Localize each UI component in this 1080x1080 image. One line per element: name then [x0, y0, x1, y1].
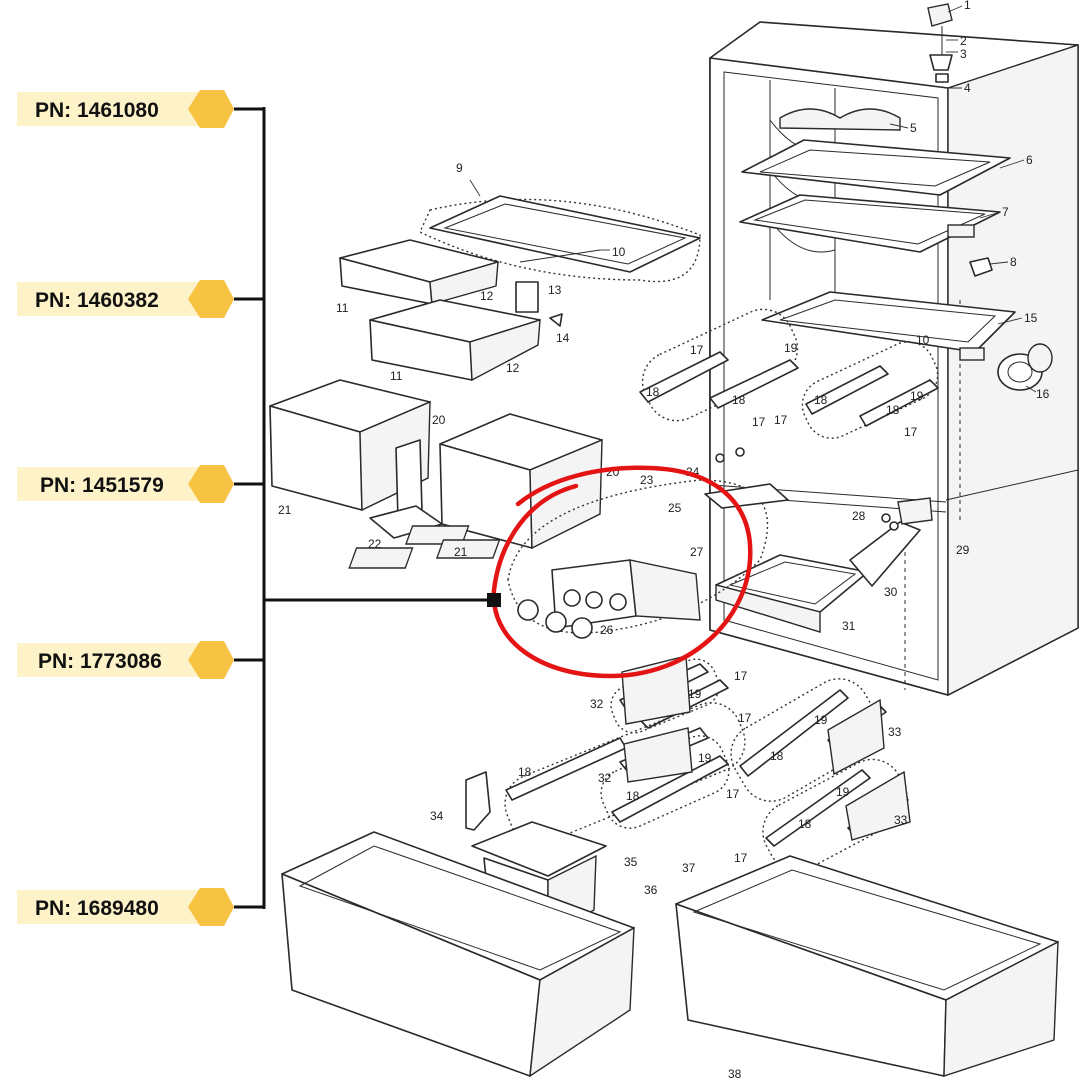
- callout-11b: 11: [390, 369, 403, 383]
- callout-15: 15: [1024, 311, 1038, 325]
- callout-17c: 17: [774, 413, 788, 427]
- top-hinge-assembly: [927, 3, 953, 83]
- meat-drawer-lower: [369, 299, 541, 382]
- callout-10: 10: [612, 245, 626, 259]
- shelf-support-parts: [715, 447, 933, 587]
- callout-34: 34: [430, 809, 444, 823]
- callout-17h: 17: [734, 851, 748, 865]
- callout-1: 1: [964, 0, 971, 12]
- callout-11: 11: [336, 301, 349, 315]
- callout-38: 38: [728, 1067, 742, 1080]
- callout-18b: 18: [732, 393, 746, 407]
- callout-3: 3: [960, 47, 967, 61]
- callout-7: 7: [1002, 205, 1009, 219]
- pn-tag-1[interactable]: PN: 1461080: [17, 90, 234, 128]
- callout-9: 9: [456, 161, 463, 175]
- pn-label-2: PN: 1460382: [35, 289, 159, 312]
- callout-33: 33: [888, 725, 902, 739]
- lower-freezer-bin-left: [281, 831, 635, 1078]
- upper-shelves: [739, 108, 1011, 253]
- light-bulb-part: [969, 257, 993, 277]
- callout-28: 28: [852, 509, 866, 523]
- bracket-marker: [487, 593, 501, 607]
- callout-19e: 19: [814, 713, 828, 727]
- callout-12: 12: [480, 289, 494, 303]
- callout-18: 18: [646, 385, 660, 399]
- callout-2: 2: [960, 34, 967, 48]
- callout-18c: 18: [814, 393, 828, 407]
- callout-5: 5: [910, 121, 917, 135]
- callout-27: 27: [690, 545, 704, 559]
- callout-17b: 17: [752, 415, 766, 429]
- pn-label-1: PN: 1461080: [35, 99, 159, 122]
- callout-23: 23: [640, 473, 654, 487]
- pn-tag-5[interactable]: PN: 1689480: [17, 888, 234, 926]
- part-number-bracket: [234, 107, 501, 909]
- callout-labels: 1 2 3 4 5 6 7 8 9 10 10 11 11 12 12 13 1…: [278, 0, 1050, 1080]
- pn-tag-2[interactable]: PN: 1460382: [17, 280, 234, 318]
- callout-19c: 19: [688, 687, 702, 701]
- callout-17d: 17: [904, 425, 918, 439]
- pn-label-3: PN: 1451579: [40, 474, 164, 497]
- pn-tag-3[interactable]: PN: 1451579: [17, 465, 234, 503]
- callout-19: 19: [784, 341, 798, 355]
- callout-21b: 21: [454, 545, 468, 559]
- callout-21: 21: [278, 503, 292, 517]
- callout-17g: 17: [726, 787, 740, 801]
- meat-drawer-cover-part: [419, 195, 701, 283]
- callout-17e: 17: [734, 669, 748, 683]
- callout-18d: 18: [886, 403, 900, 417]
- callout-18e: 18: [518, 765, 532, 779]
- callout-32: 32: [590, 697, 604, 711]
- callout-13: 13: [548, 283, 562, 297]
- callout-8: 8: [1010, 255, 1017, 269]
- highlight-circle: [491, 465, 753, 679]
- pn-tag-4[interactable]: PN: 1773086: [17, 641, 234, 679]
- ice-tray-assembly: [348, 479, 789, 639]
- callout-33b: 33: [894, 813, 908, 827]
- callout-36: 36: [644, 883, 658, 897]
- callout-31: 31: [842, 619, 856, 633]
- callout-18g: 18: [770, 749, 784, 763]
- pn-label-5: PN: 1689480: [35, 897, 159, 920]
- callout-18h: 18: [798, 817, 812, 831]
- callout-30: 30: [884, 585, 898, 599]
- callout-19f: 19: [836, 785, 850, 799]
- crisper-cover-part: [761, 291, 1053, 391]
- freezer-bin-clip-part: [465, 771, 491, 831]
- callout-19b: 19: [910, 389, 924, 403]
- callout-12b: 12: [506, 361, 520, 375]
- callout-29: 29: [956, 543, 970, 557]
- pn-label-4: PN: 1773086: [38, 650, 162, 673]
- lower-freezer-bin-right: [675, 855, 1059, 1077]
- callout-18f: 18: [626, 789, 640, 803]
- callout-16: 16: [1036, 387, 1050, 401]
- callout-leaders: [469, 5, 1037, 393]
- callout-22: 22: [368, 537, 382, 551]
- callout-17: 17: [690, 343, 704, 357]
- rail-set-1: [639, 308, 799, 422]
- middle-drawer-rails: [639, 308, 939, 439]
- callout-26: 26: [600, 623, 614, 637]
- callout-35: 35: [624, 855, 638, 869]
- callout-17f: 17: [738, 711, 752, 725]
- callout-4: 4: [964, 81, 971, 95]
- freezer-drawer-rails: [504, 655, 911, 872]
- callout-6: 6: [1026, 153, 1033, 167]
- ice-trays: [348, 525, 501, 569]
- small-accessory-parts: [515, 281, 563, 327]
- callout-14: 14: [556, 331, 570, 345]
- callout-19d: 19: [698, 751, 712, 765]
- callout-20: 20: [432, 413, 446, 427]
- callout-10b: 10: [916, 333, 930, 347]
- rail-set-2: [801, 341, 939, 439]
- meat-drawer-upper: [339, 239, 499, 305]
- callout-32b: 32: [598, 771, 612, 785]
- crisper-drawer-right: [439, 413, 603, 550]
- callout-25: 25: [668, 501, 682, 515]
- callout-37: 37: [682, 861, 696, 875]
